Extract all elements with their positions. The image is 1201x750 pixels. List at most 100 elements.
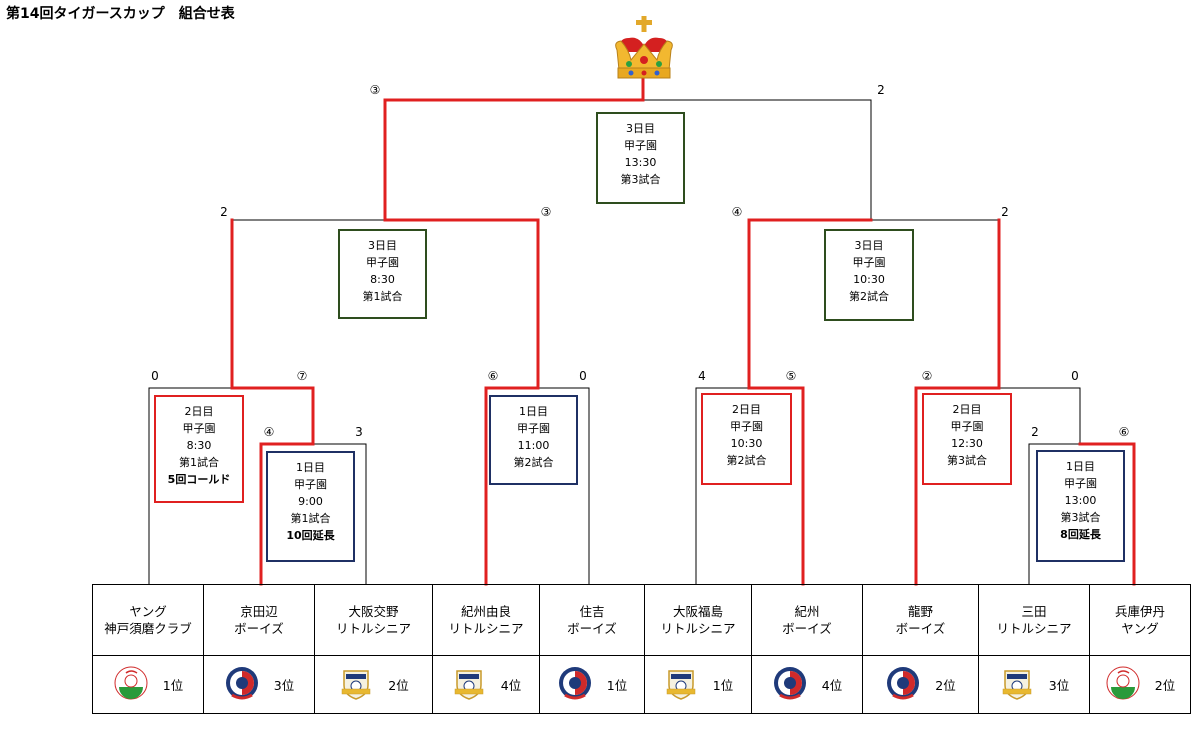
match-box-sf-right: 3日目 甲子園 10:30 第2試合 [824,229,914,321]
match-box-r1b: 1日目 甲子園 13:00 第3試合 8回延長 [1036,450,1125,562]
team-rank-cell: 2位 [862,655,979,714]
match-venue: 甲子園 [517,422,550,435]
match-day: 2日目 [952,403,982,416]
line-qf2-right [537,387,590,585]
team-name-line2: 神戸須磨クラブ [104,621,192,636]
match-time: 13:30 [624,156,657,169]
score-sf-left-right: ③ [540,205,552,219]
team-rank-cell: 3位 [203,655,315,714]
teams-table: ヤング神戸須磨クラブ京田辺ボーイズ大阪交野リトルシニア紀州由良リトルシニア住吉ボ… [92,584,1191,714]
match-note: 5回コールド [167,473,231,486]
team-rank-cell: 2位 [1089,655,1191,714]
senior-league-logo [338,665,374,704]
match-game: 第3試合 [947,454,987,467]
match-game: 第3試合 [1060,511,1101,524]
team-name-cell: 京田辺ボーイズ [203,584,315,656]
match-note: 8回延長 [1060,528,1101,541]
team-name-cell: 兵庫伊丹ヤング [1089,584,1191,656]
team-name-cell: ヤング神戸須磨クラブ [92,584,204,656]
team-name-line2: リトルシニア [996,621,1072,636]
match-game: 第3試合 [620,173,661,186]
match-box-qf4: 2日目 甲子園 12:30 第3試合 [922,393,1012,485]
team-name-line1: 紀州由良 [460,604,511,619]
team-rank-cell: 3位 [978,655,1090,714]
score-sf-right-right: 2 [1001,205,1009,219]
line-qf3-left [695,387,750,585]
win-line-r1b [1078,442,1136,586]
score-sf-left-left: 2 [220,205,228,219]
match-time: 8:30 [370,273,395,286]
team-name-line2: リトルシニア [335,621,411,636]
team-name-line2: ボーイズ [567,621,617,636]
team-name-cell: 住吉ボーイズ [539,584,645,656]
page-title: 第14回タイガースカップ 組合せ表 [6,6,235,22]
team-name-line2: ボーイズ [782,621,832,636]
boys-league-logo [557,665,593,704]
team-name-cell: 紀州ボーイズ [751,584,863,656]
match-day: 3日目 [854,239,884,252]
match-time: 9:00 [298,495,323,508]
team-name-cell: 大阪福島リトルシニア [644,584,752,656]
team-name-cell: 紀州由良リトルシニア [432,584,540,656]
boys-league-logo [772,665,808,704]
team-name-row: ヤング神戸須磨クラブ京田辺ボーイズ大阪交野リトルシニア紀州由良リトルシニア住吉ボ… [92,584,1191,656]
match-venue: 甲子園 [624,139,657,152]
team-name-line2: ヤング [1121,621,1159,636]
score-r1a-left: ④ [263,425,275,439]
score-qf1-left: 0 [151,369,159,383]
line-r1b-left [1028,443,1081,585]
team-rank: 2位 [388,678,409,693]
match-game: 第1試合 [179,456,219,469]
team-rank: 3位 [1048,678,1070,693]
match-day: 1日目 [519,405,548,418]
match-note: 10回延長 [286,529,335,542]
match-box-qf2: 1日目 甲子園 11:00 第2試合 [489,395,578,485]
match-box-r1a: 1日目 甲子園 9:00 第1試合 10回延長 [266,451,355,562]
match-game: 第1試合 [362,290,403,303]
match-box-sf-left: 3日目 甲子園 8:30 第1試合 [338,229,427,319]
win-line-qf2 [484,386,540,586]
match-time: 13:00 [1064,494,1097,507]
team-name-line1: 大阪交野 [348,604,399,619]
team-rank-cell: 1位 [92,655,204,714]
team-rank: 2位 [935,678,956,693]
match-venue: 甲子園 [852,256,886,269]
team-rank: 4位 [500,678,522,693]
score-sf-right-left: ④ [731,205,743,219]
win-line-sf-left [383,218,540,390]
match-venue: 甲子園 [1064,477,1097,490]
team-rank: 4位 [821,678,843,693]
team-rank: 3位 [273,678,295,693]
team-name-line1: 三田 [1021,604,1047,619]
score-r1a-right: 3 [355,425,363,439]
match-time: 12:30 [951,437,983,450]
team-rank: 1位 [606,678,628,693]
team-name-line1: 大阪福島 [672,604,723,619]
match-day: 3日目 [626,122,655,135]
team-name-line1: 紀州 [794,604,820,619]
team-rank-cell: 2位 [314,655,433,714]
senior-league-logo [663,665,699,704]
match-venue: 甲子園 [730,420,763,433]
match-day: 2日目 [732,403,761,416]
team-rank-cell: 1位 [539,655,645,714]
score-r1b-right: ⑥ [1118,425,1130,439]
team-name-line2: リトルシニア [660,621,736,636]
win-line-sf-right [747,218,873,390]
team-name-cell: 三田リトルシニア [978,584,1090,656]
match-game: 第2試合 [726,454,767,467]
team-rank-cell: 4位 [432,655,540,714]
match-day: 1日目 [1066,460,1095,473]
score-final-left: ③ [369,83,381,97]
match-day: 1日目 [296,461,325,474]
score-qf3-right: ⑤ [785,369,797,383]
line-r1a-right [312,443,367,585]
match-time: 11:00 [517,439,550,452]
line-qf1-left [148,387,233,585]
score-qf4-right: 0 [1071,369,1079,383]
match-time: 10:30 [730,437,763,450]
boys-league-logo [885,665,921,704]
team-rank-cell: 1位 [644,655,752,714]
score-r1b-left: 2 [1031,425,1039,439]
team-name-line2: ボーイズ [895,621,946,636]
